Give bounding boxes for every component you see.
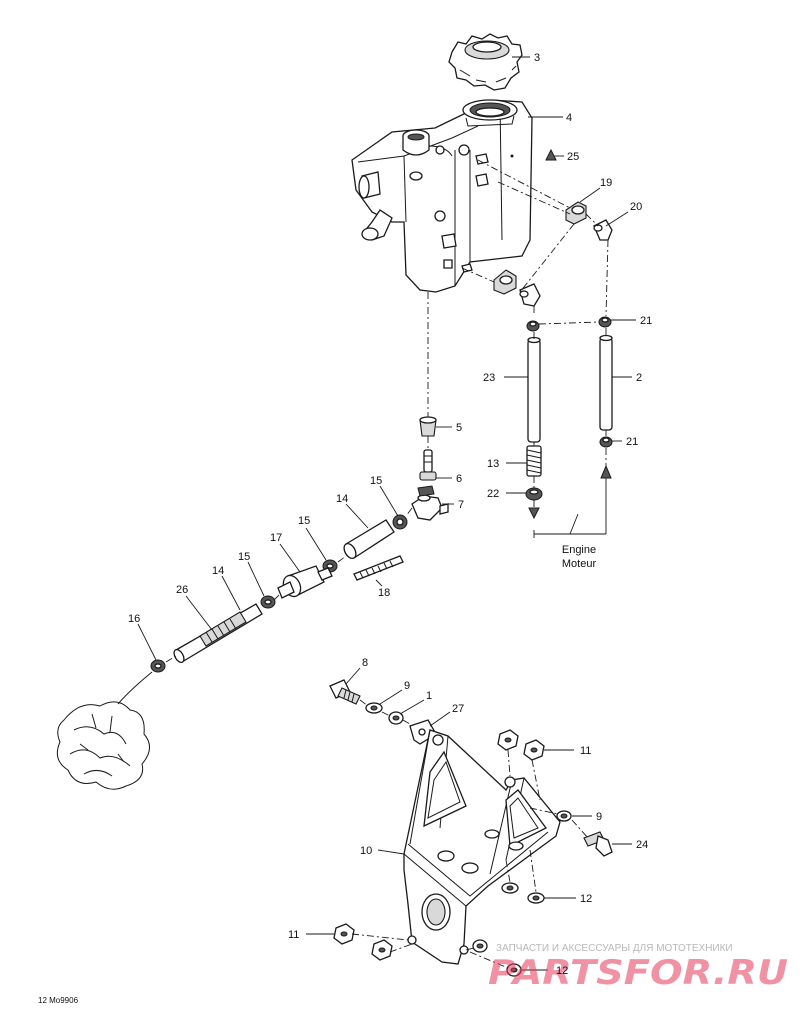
fuel-hose-14-upper (343, 519, 395, 560)
tank-cap (448, 33, 523, 91)
hose-clamp-21-bottom (599, 436, 613, 448)
fuel-hose-26 (173, 603, 263, 664)
oil-tank (351, 99, 533, 293)
hose-clamp-21-top-right (598, 316, 612, 328)
fuel-pump-outline (56, 701, 150, 790)
spring-13 (526, 445, 542, 477)
callout-26: 26 (176, 584, 188, 596)
washer-12-right (527, 892, 545, 904)
callout-12-upper: 12 (580, 893, 592, 905)
callout-18: 18 (378, 587, 390, 599)
callout-5: 5 (456, 422, 462, 434)
callout-19: 19 (600, 177, 612, 189)
callout-21-bottom: 21 (626, 436, 638, 448)
bracket-10 (403, 729, 561, 965)
nut-11-upper-b (523, 739, 545, 761)
elbow-fitting-20 (593, 219, 613, 241)
washer-9-upper (365, 702, 383, 714)
nut-11-upper-a (497, 729, 519, 751)
callout-2: 2 (636, 372, 642, 384)
callout-11-upper: 11 (580, 745, 591, 757)
callout-16: 16 (128, 613, 140, 625)
hose-clamp-15-lower (260, 595, 276, 609)
callout-14-upper: 14 (336, 493, 348, 505)
callout-25: 25 (567, 151, 579, 163)
hose-clamp-top-left (526, 320, 540, 332)
callout-11-lower: 11 (288, 929, 299, 941)
callout-14-lower: 14 (212, 565, 224, 577)
spring-18 (353, 555, 404, 581)
fuel-filter-17 (277, 565, 333, 599)
callout-20: 20 (630, 201, 642, 213)
oil-hose-2 (599, 334, 613, 431)
callout-12-lower: 12 (556, 965, 568, 977)
callout-13: 13 (487, 458, 499, 470)
engine-label-fr: Moteur (562, 558, 597, 570)
callout-10: 10 (360, 845, 372, 857)
callout-4: 4 (566, 112, 572, 124)
callout-17: 17 (270, 532, 282, 544)
tee-fitting-7 (411, 485, 449, 521)
nut-11-lower-a (333, 923, 355, 945)
callout-6: 6 (456, 473, 462, 485)
callout-3: 3 (534, 52, 540, 64)
watermark-logo: PARTSFOR.RU (488, 953, 788, 993)
hose-clamp-22 (525, 487, 543, 501)
fitting-6 (419, 449, 437, 481)
callout-15-lower: 15 (238, 551, 250, 563)
cap-part-25 (545, 148, 557, 161)
callout-22: 22 (487, 488, 499, 500)
callout-21-top: 21 (640, 315, 652, 327)
bolt-24 (583, 831, 613, 857)
grommet-5 (419, 416, 437, 437)
washer-9-lower (556, 810, 572, 822)
spacer-1 (388, 711, 404, 725)
oil-hose-23 (527, 336, 541, 443)
washer-12-left (501, 882, 519, 894)
washer-12-lower-a (472, 939, 488, 953)
callout-7: 7 (458, 499, 464, 511)
watermark-text: ЗАПЧАСТИ И АКСЕССУАРЫ ДЛЯ МОТОТЕХНИКИ (496, 943, 733, 954)
callout-9-upper: 9 (404, 680, 410, 692)
callout-9-lower: 9 (596, 811, 602, 823)
elbow-fitting-lower (519, 283, 541, 307)
callout-8: 8 (362, 657, 368, 669)
callout-24: 24 (636, 839, 648, 851)
engine-label-en: Engine (562, 544, 596, 556)
hose-clamp-16 (150, 659, 166, 673)
nut-11-lower-b (371, 939, 393, 961)
callout-27: 27 (452, 703, 464, 715)
bolt-8 (329, 679, 361, 705)
callout-23: 23 (483, 372, 495, 384)
grommet-lower (493, 269, 517, 295)
callout-1: 1 (426, 690, 432, 702)
callout-15-middle: 15 (298, 515, 310, 527)
drawing-code: 12 Mo9906 (38, 996, 79, 1005)
grommet-19 (565, 201, 587, 225)
hose-clamp-15-upper (392, 514, 408, 530)
callout-15-upper: 15 (370, 475, 382, 487)
